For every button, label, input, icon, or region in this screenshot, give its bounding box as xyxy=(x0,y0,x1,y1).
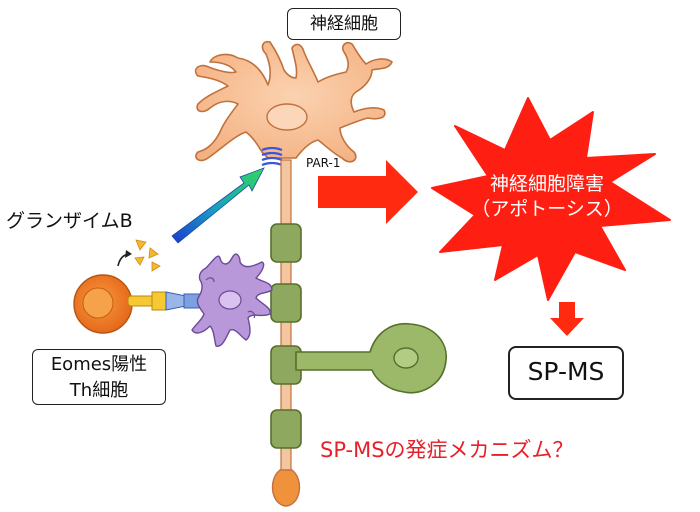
granule xyxy=(135,239,147,251)
antigen-presenting-cell xyxy=(191,253,273,347)
myelin-segment xyxy=(270,283,302,323)
eomes-th-cell xyxy=(73,274,133,334)
damage-burst xyxy=(431,97,671,301)
neuron-cell xyxy=(194,40,393,163)
axon-terminal xyxy=(271,469,301,507)
neuron-soma xyxy=(194,40,393,163)
granzyme-granules xyxy=(134,239,161,272)
par1-receptor xyxy=(261,146,283,167)
tcr-mhc-interaction xyxy=(127,291,207,311)
oligodendrocyte xyxy=(295,323,447,394)
mechanism-question: SP-MSの発症メカニズム？ xyxy=(320,438,574,462)
th-cell-nucleus xyxy=(82,287,114,319)
granzyme-label: グランザイムB xyxy=(6,210,133,232)
oligodendrocyte-nucleus xyxy=(393,347,419,369)
granzyme-arrow xyxy=(171,167,265,244)
eomes-line-1: Eomes陽性 xyxy=(50,354,148,375)
eomes-th-cell-label: Eomes陽性 Th細胞 xyxy=(32,349,166,405)
neuron-label: 神経細胞 xyxy=(287,8,401,40)
damage-line-2: （アポトーシス） xyxy=(471,198,623,220)
red-arrow-down xyxy=(550,302,584,336)
myelin-sheaths xyxy=(270,223,302,449)
granule xyxy=(148,247,159,259)
damage-line-1: 神経細胞障害 xyxy=(489,173,604,195)
myelin-segment xyxy=(270,409,302,449)
apc-nucleus xyxy=(218,290,242,310)
neuronal-damage-label: 神経細胞障害 （アポトーシス） xyxy=(458,172,636,222)
red-arrow-right xyxy=(318,160,418,224)
granule xyxy=(134,256,145,266)
myelin-segment xyxy=(270,223,302,263)
neuron-nucleus xyxy=(266,103,308,131)
spms-box: SP-MS xyxy=(508,346,624,400)
granule xyxy=(151,261,161,272)
par1-label: PAR-1 xyxy=(306,156,341,170)
eomes-line-2: Th細胞 xyxy=(69,380,129,401)
